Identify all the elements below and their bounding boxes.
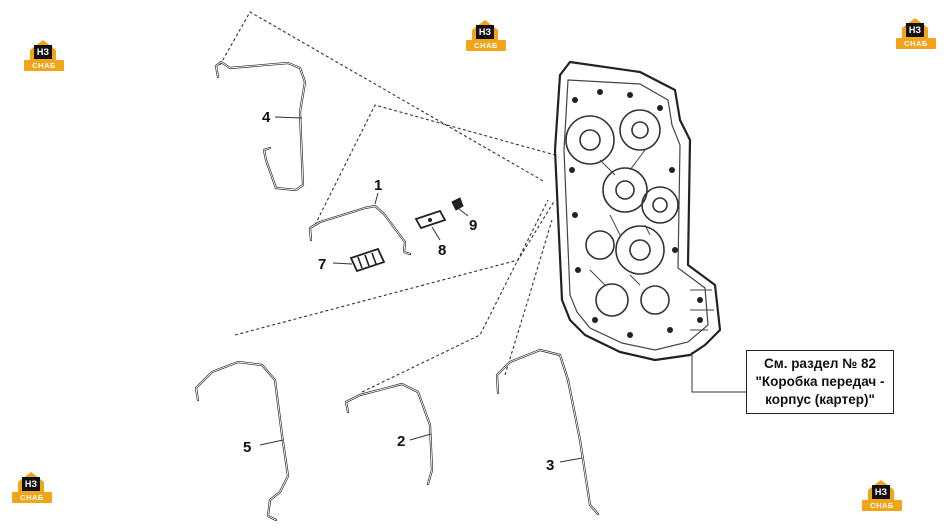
logo-top-center: НЗ СНАБ [466,18,506,52]
callout-8: 8 [438,242,446,259]
tube-part-3 [495,348,600,516]
section-reference-note: См. раздел № 82 "Коробка передач - корпу… [746,350,894,414]
tube-part-5 [194,360,290,522]
logo-tag: СНАБ [24,60,64,71]
note-line-3: корпус (картер)" [765,392,875,407]
callout-7: 7 [318,256,326,273]
bolt-part-9 [451,197,469,217]
logo-mark: НЗ [22,477,40,491]
assembly-dash-lines [219,11,556,393]
logo-top-left: НЗ СНАБ [24,38,64,72]
logo-tag: СНАБ [896,38,936,49]
callout-3: 3 [546,457,554,474]
plate-part-8 [414,209,447,241]
tube-part-2 [344,382,434,486]
logo-bottom-left: НЗ СНАБ [12,470,52,504]
insert-part-7 [332,247,386,273]
logo-mark: НЗ [476,25,494,39]
note-leader [691,352,746,393]
logo-bottom-right: НЗ СНАБ [862,478,902,512]
note-line-2: "Коробка передач - [755,374,885,389]
callout-9: 9 [469,217,477,234]
logo-tag: СНАБ [862,500,902,511]
logo-mark: НЗ [34,45,52,59]
tube-part-1 [308,192,412,256]
gearbox-housing [553,60,722,362]
logo-mark: НЗ [906,23,924,37]
logo-top-right: НЗ СНАБ [896,16,936,50]
callout-5: 5 [243,439,251,456]
callout-1: 1 [374,177,382,194]
callout-2: 2 [397,433,405,450]
logo-tag: СНАБ [466,40,506,51]
tube-part-4 [214,60,307,192]
logo-tag: СНАБ [12,492,52,503]
note-line-1: См. раздел № 82 [763,356,877,371]
callout-4: 4 [262,109,271,126]
logo-mark: НЗ [872,485,890,499]
